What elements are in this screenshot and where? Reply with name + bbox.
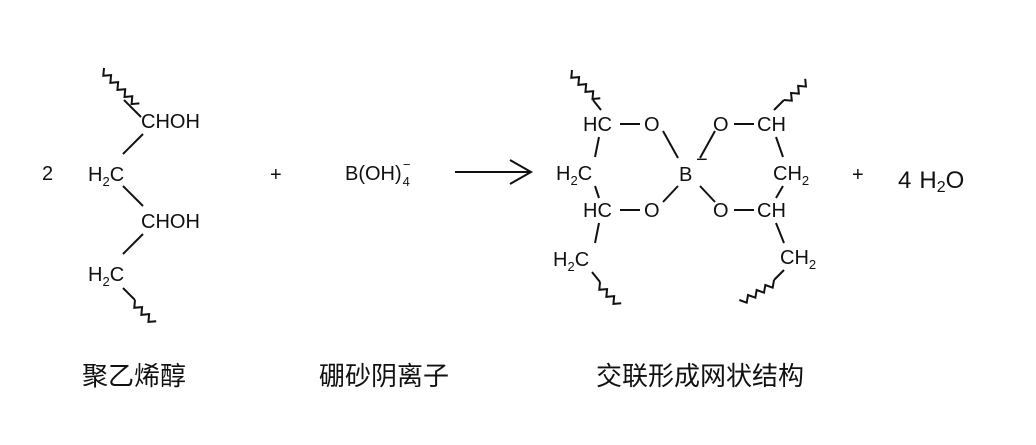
- plus-sign-1: +: [270, 164, 282, 186]
- borate-anion-formula: B(OH)4−: [345, 157, 411, 189]
- caption-borax-anion: 硼砂阴离子: [319, 362, 449, 392]
- complex-left-hc-top: HC: [583, 114, 612, 136]
- pva-bond-3: [122, 233, 144, 255]
- complex-bond-right-ring-2: [775, 185, 784, 199]
- pva-bond-1: [122, 133, 144, 155]
- pva-choh-top: CHOH: [141, 111, 200, 133]
- complex-oxygen-right-top: O: [713, 114, 729, 136]
- pva-chain-end-top-wavy: [102, 67, 140, 106]
- complex-left-ch2-tail: H2C: [553, 249, 589, 274]
- complex-right-ch2: CH2: [773, 163, 809, 188]
- complex-oxygen-left-bottom: O: [644, 200, 660, 222]
- complex-bond-right-tail: [775, 222, 785, 244]
- pva-structure: 2 CHOH H2C CHOH H2C: [42, 67, 200, 324]
- complex-boron-charge: −: [696, 149, 708, 171]
- complex-left-hc-bottom: HC: [583, 200, 612, 222]
- complex-oxygen-left-top: O: [644, 114, 660, 136]
- pva-choh-bottom: CHOH: [141, 211, 200, 233]
- complex-bond-o-b-tl: [662, 130, 679, 159]
- caption-network: 交联形成网状结构: [596, 362, 804, 392]
- complex-bond-b-o-tr: [699, 130, 716, 159]
- complex-bond-left-ring-1: [594, 136, 600, 158]
- pva-bond-2: [122, 185, 144, 207]
- complex-bond-right-tail-2: [773, 269, 785, 281]
- pva-bond-top: [123, 99, 142, 118]
- reaction-arrow: [455, 159, 534, 185]
- pva-ch2-mid: H2C: [88, 164, 124, 189]
- complex-bond-tl: [592, 99, 602, 111]
- pva-coefficient: 2: [42, 163, 53, 185]
- plus-sign-2: +: [852, 164, 864, 186]
- complex-right-ch2-tail: CH2: [780, 247, 816, 272]
- complex-right-ch-bottom: CH: [757, 200, 786, 222]
- complex-left-ch2: H2C: [556, 163, 592, 188]
- complex-wavy-bottom-left: [598, 281, 622, 306]
- complex-wavy-bottom-right: [739, 279, 775, 305]
- complex-bond-o-b-bl: [662, 185, 679, 203]
- crosslink-complex: HC O H2C HC O H2C B − O CH CH2 O CH CH2: [553, 69, 816, 306]
- complex-bond-left-tail: [594, 222, 600, 244]
- complex-boron: B: [679, 164, 692, 186]
- caption-pva: 聚乙烯醇: [82, 362, 186, 392]
- pva-bond-tail: [122, 287, 136, 301]
- pva-chain-end-bottom-wavy: [133, 299, 157, 324]
- complex-oxygen-right-bottom: O: [713, 200, 729, 222]
- complex-bond-right-ring-1: [775, 136, 784, 158]
- complex-wavy-top-right: [783, 78, 808, 102]
- complex-bond-left-tail-2: [591, 271, 601, 283]
- complex-wavy-top-left: [570, 69, 601, 101]
- complex-bond-b-o-br: [699, 185, 716, 203]
- pva-ch2-bottom: H2C: [88, 264, 124, 289]
- complex-right-ch-top: CH: [757, 114, 786, 136]
- complex-bond-left-ring-2: [594, 185, 600, 199]
- complex-bond-tr: [773, 99, 785, 111]
